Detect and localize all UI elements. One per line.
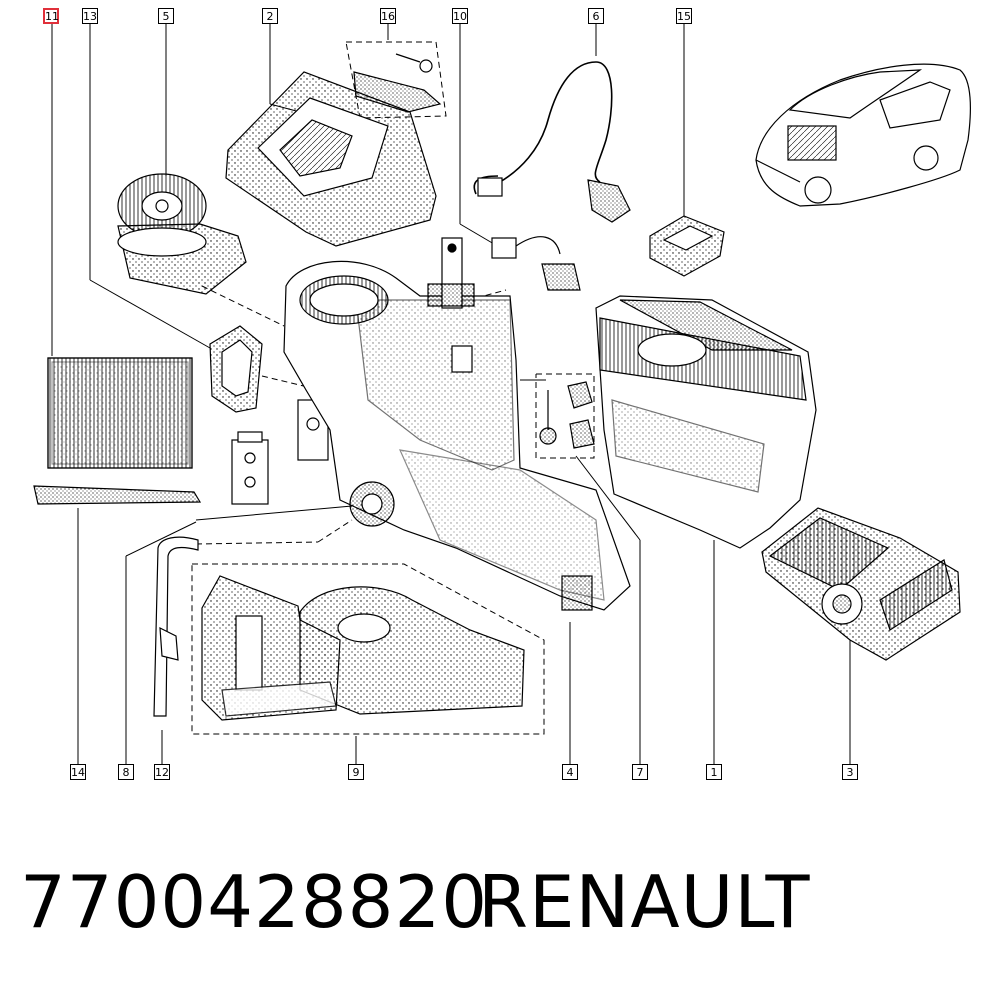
- brand-name: RENAULT: [478, 860, 811, 944]
- callout-11: 11: [43, 8, 59, 24]
- blower-housing: [225, 71, 437, 247]
- gasket: [209, 325, 263, 413]
- resistor-module: [649, 215, 725, 277]
- heater-unit-body: [283, 237, 631, 611]
- temperature-sensor: [491, 236, 581, 291]
- callout-5: 5: [158, 8, 174, 24]
- heater-core: [761, 507, 961, 661]
- callout-12: 12: [154, 764, 170, 780]
- connector-clip: [353, 53, 442, 113]
- callout-10: 10: [452, 8, 468, 24]
- callout-13: 13: [82, 8, 98, 24]
- callout-3: 3: [842, 764, 858, 780]
- callout-8: 8: [118, 764, 134, 780]
- part-number: 7700428820: [20, 860, 489, 944]
- callout-1: 1: [706, 764, 722, 780]
- callout-14: 14: [70, 764, 86, 780]
- callout-4: 4: [562, 764, 578, 780]
- callout-16: 16: [380, 8, 396, 24]
- exploded-parts-diagram: [33, 24, 971, 764]
- cabin-filter: [47, 357, 193, 469]
- callout-9: 9: [348, 764, 364, 780]
- expansion-valve: [231, 399, 329, 505]
- callout-6: 6: [588, 8, 604, 24]
- wire-harness: [473, 61, 613, 195]
- drain-hose: [153, 536, 199, 717]
- lower-air-box: [201, 575, 525, 721]
- evaporator-housing: [595, 295, 817, 549]
- callout-15: 15: [676, 8, 692, 24]
- sensor-pair: [539, 381, 595, 449]
- car-illustration: [755, 63, 971, 207]
- callout-7: 7: [632, 764, 648, 780]
- callout-2: 2: [262, 8, 278, 24]
- blower-motor: [117, 173, 247, 295]
- filter-strip: [33, 485, 202, 505]
